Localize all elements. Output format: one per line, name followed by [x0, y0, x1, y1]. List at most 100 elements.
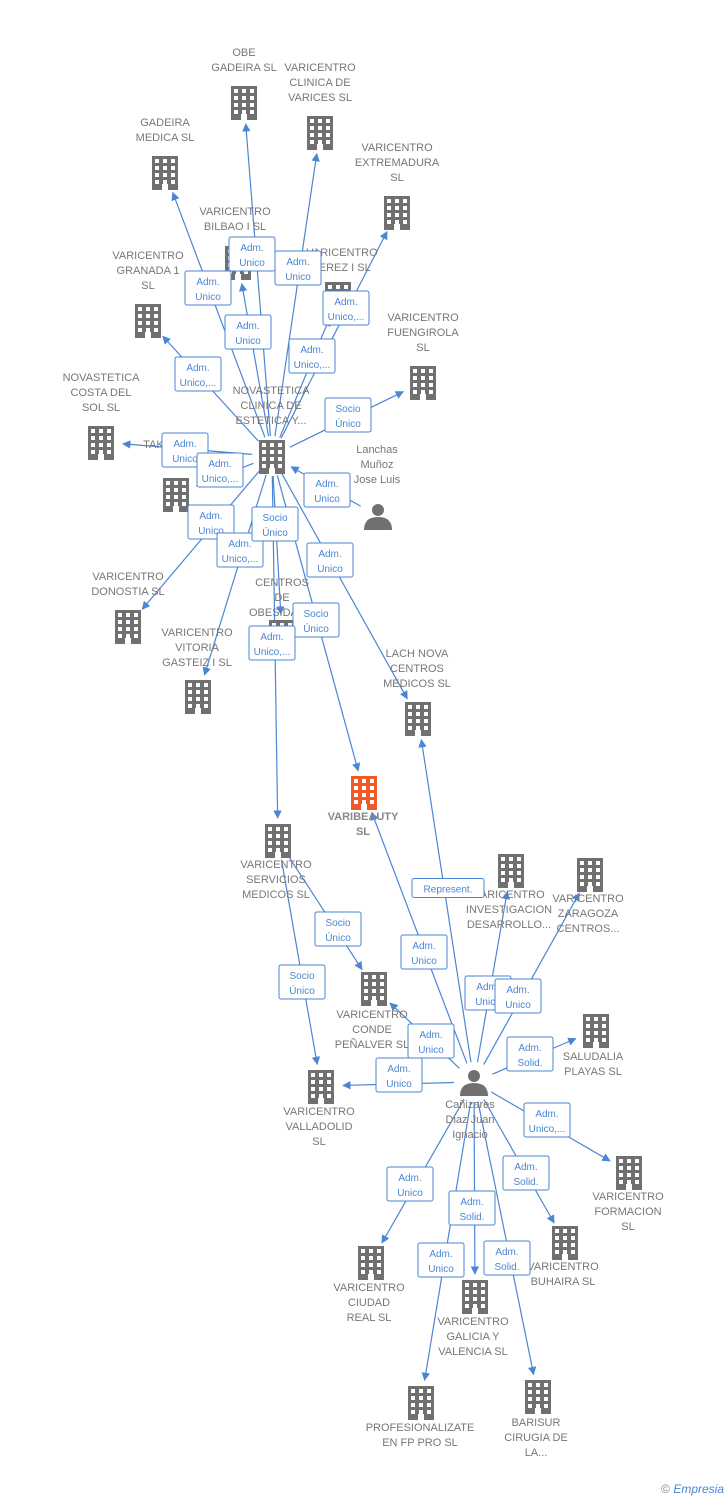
- building-icon: [88, 426, 114, 460]
- node-label: INVESTIGACION: [466, 904, 552, 916]
- edge-label-text: Unico: [239, 258, 265, 269]
- edge-label-text: Unico,...: [294, 360, 331, 371]
- edge-label-text: Adm.: [419, 1030, 442, 1041]
- brand-logo[interactable]: Empresia: [673, 1482, 724, 1496]
- edge-label[interactable]: Adm. Unico: [386, 1166, 434, 1202]
- node-bari[interactable]: BARISUR CIRUGIA DE LA...: [504, 1380, 568, 1459]
- edge-label-text: Adm.: [476, 982, 499, 993]
- edge-label-text: Unico,...: [529, 1124, 566, 1135]
- edge-label[interactable]: Adm.Unico,...: [174, 356, 222, 392]
- building-icon: [135, 304, 161, 338]
- edge-label[interactable]: Adm.Unico: [400, 934, 448, 970]
- edge-label[interactable]: Adm.Unico: [375, 1057, 423, 1093]
- edge-label[interactable]: Adm.Unico: [274, 250, 322, 286]
- edge-label[interactable]: Adm.Solid.: [506, 1036, 554, 1072]
- edge-label-text: Único: [335, 417, 361, 430]
- edge-label[interactable]: Adm.Unico: [187, 504, 235, 540]
- edge-label-text: Adm.: [236, 321, 259, 332]
- edge-label[interactable]: Adm.Unico: [228, 236, 276, 272]
- edge-label[interactable]: Represent.: [411, 878, 485, 898]
- node-label: VARICENTRO: [473, 889, 545, 901]
- building-icon: [358, 1246, 384, 1280]
- edge-label[interactable]: Adm.Unico,...: [288, 338, 336, 374]
- node-label: OBE: [232, 47, 255, 59]
- edge-label-text: Represent.: [424, 885, 473, 896]
- node-label: SL: [356, 826, 370, 838]
- node-label: GASTEIZ I SL: [162, 657, 232, 669]
- edge-label[interactable]: Adm.Solid.: [483, 1240, 531, 1276]
- edge-label[interactable]: Adm.Solid.: [502, 1155, 550, 1191]
- node-label: BARISUR: [512, 1417, 561, 1429]
- node-label: LA...: [525, 1447, 548, 1459]
- node-label: DESARROLLO...: [467, 919, 551, 931]
- edge-label[interactable]: Adm.Unico: [184, 270, 232, 306]
- edge-label[interactable]: Adm.Solid.: [448, 1190, 496, 1226]
- edge-label-text: Unico: [428, 1264, 454, 1275]
- node-vzar[interactable]: VARICENTROZARAGOZACENTROS...: [552, 858, 624, 935]
- node-label: MEDICOS SL: [242, 889, 310, 901]
- building-icon: [351, 776, 377, 810]
- edge-label[interactable]: Adm.Unico,...: [322, 290, 370, 326]
- edge-label[interactable]: Adm.Unico,...: [248, 625, 296, 661]
- node-label: SL: [621, 1221, 634, 1233]
- edge-label-text: Adm.: [260, 632, 283, 643]
- node-label: VARICENTRO: [527, 1261, 599, 1273]
- node-label: CENTROS: [255, 577, 309, 589]
- building-icon: [583, 1014, 609, 1048]
- edge-label[interactable]: Adm.Unico: [224, 314, 272, 350]
- node-label: VARICENTRO: [333, 1282, 405, 1294]
- building-icon: [231, 86, 257, 120]
- building-icon: [462, 1280, 488, 1314]
- edge-label-text: Adm.: [398, 1173, 421, 1184]
- edge-label-text: Adm.: [495, 1247, 518, 1258]
- building-icon: [361, 972, 387, 1006]
- person-icon: [460, 1070, 488, 1096]
- edge-label[interactable]: Adm.Unico: [303, 472, 351, 508]
- building-icon: [163, 478, 189, 512]
- edge-label[interactable]: Adm.Unico,...: [523, 1102, 571, 1138]
- node-label: CIRUGIA DE: [504, 1432, 568, 1444]
- edge-label-text: Unico: [397, 1188, 423, 1199]
- node-label: CLINICA DE: [289, 77, 350, 89]
- edge-label[interactable]: Adm.Unico: [306, 542, 354, 578]
- edge-label[interactable]: Adm.Unico,...: [216, 532, 264, 568]
- edge-label[interactable]: Adm.Unico: [417, 1242, 465, 1278]
- edge-label[interactable]: Adm.Unico,...: [196, 452, 244, 488]
- node-tak[interactable]: TAK...: [143, 439, 189, 512]
- node-vinv[interactable]: VARICENTRO INVESTIGACION DESARROLLO...: [466, 854, 552, 931]
- edge-label-text: Unico: [505, 1000, 531, 1011]
- node-label: SERVICIOS: [246, 874, 306, 886]
- edge-label[interactable]: Adm.Unico: [494, 978, 542, 1014]
- edge-label-text: Adm.: [315, 479, 338, 490]
- edge-label[interactable]: Adm.Unico: [407, 1023, 455, 1059]
- node-label: CLINICA DE: [240, 400, 301, 412]
